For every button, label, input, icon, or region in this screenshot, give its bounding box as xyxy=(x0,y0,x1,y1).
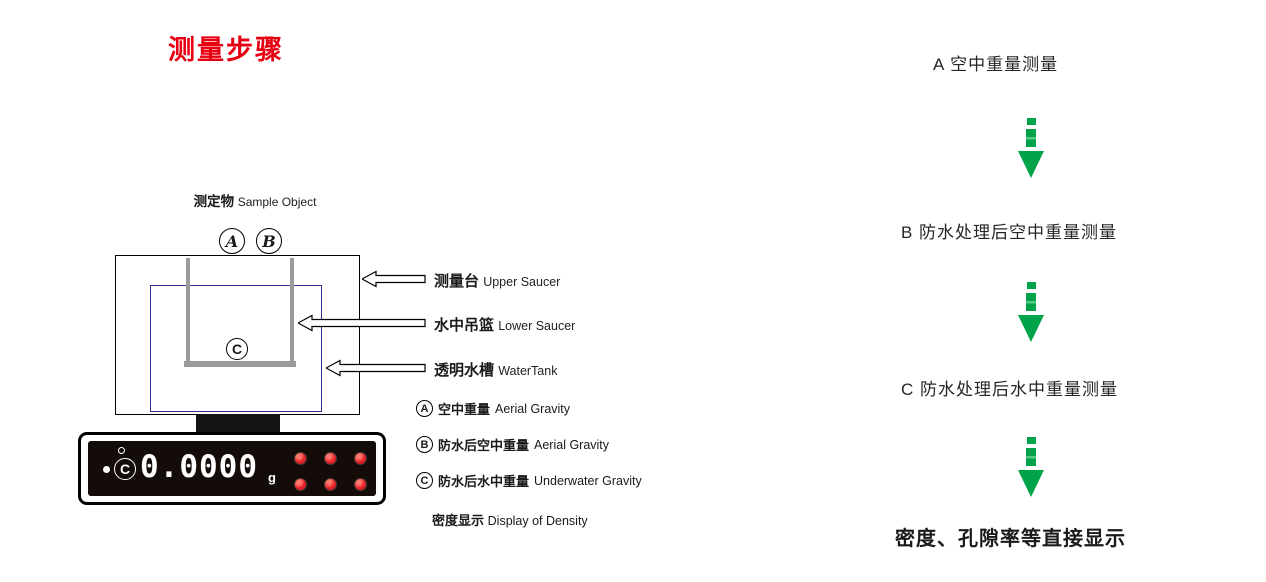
arrow-head xyxy=(1018,315,1044,342)
scale-pedestal xyxy=(196,414,280,433)
callout-lower-saucer: 水中吊篮 Lower Saucer xyxy=(434,314,575,335)
legend-aerial-gravity: A 空中重量 Aerial Gravity xyxy=(416,399,570,418)
legend-marker-a: A xyxy=(416,400,433,417)
sample-object-label: 测定物 Sample Object xyxy=(140,190,370,210)
annunciator-ring xyxy=(118,447,125,454)
arrow-segment xyxy=(1026,448,1036,466)
callout-upper-saucer-zh: 测量台 xyxy=(434,273,480,290)
display-c-letter: C xyxy=(119,461,131,477)
density-zh: 密度显示 xyxy=(432,513,485,528)
led-indicator xyxy=(324,478,337,491)
down-arrow-3 xyxy=(1018,437,1044,497)
sample-object-en: Sample Object xyxy=(237,195,317,209)
callout-lower-saucer-en: Lower Saucer xyxy=(498,319,576,333)
marker-a-letter: A xyxy=(225,231,239,251)
lower-saucer-hanger-left xyxy=(186,258,190,366)
marker-c-circle: C xyxy=(226,338,248,360)
led-indicator xyxy=(294,478,307,491)
legend-b-en: Aerial Gravity xyxy=(534,437,610,452)
flow-step-a: A 空中重量测量 xyxy=(933,55,1059,74)
display-c-indicator: C xyxy=(114,458,136,480)
arrow-head xyxy=(1018,470,1044,497)
arrow-segment xyxy=(1026,118,1036,125)
marker-a-circle: A xyxy=(219,228,245,254)
callout-arrow-water-tank xyxy=(326,359,426,377)
lower-saucer-hanger-right xyxy=(290,258,294,366)
callout-arrow-lower-saucer xyxy=(298,314,426,332)
marker-c-letter: C xyxy=(231,341,243,357)
page-title: 测量步骤 xyxy=(168,35,284,65)
marker-b-letter: B xyxy=(262,231,276,251)
callout-upper-saucer-en: Upper Saucer xyxy=(483,275,561,289)
upper-saucer-housing xyxy=(115,255,360,415)
density-en: Display of Density xyxy=(487,514,588,528)
arrow-segment xyxy=(1026,293,1036,311)
display-value: 0.0000 xyxy=(140,449,258,485)
callout-water-tank-en: WaterTank xyxy=(498,364,558,378)
down-arrow-2 xyxy=(1018,282,1044,342)
callout-upper-saucer: 测量台 Upper Saucer xyxy=(434,270,560,291)
flow-step-c: C 防水处理后水中重量测量 xyxy=(901,380,1118,399)
legend-a-zh: 空中重量 xyxy=(438,402,491,417)
led-indicator xyxy=(324,452,337,465)
callout-water-tank-zh: 透明水槽 xyxy=(434,362,495,379)
power-dot xyxy=(103,466,110,473)
legend-underwater-gravity: C 防水后水中重量 Underwater Gravity xyxy=(416,471,642,490)
water-tank xyxy=(150,285,322,412)
legend-c-zh: 防水后水中重量 xyxy=(438,474,530,489)
arrow-segment xyxy=(1026,129,1036,147)
marker-b-circle: B xyxy=(256,228,282,254)
led-indicator xyxy=(354,478,367,491)
display-unit: g xyxy=(268,470,276,485)
callout-water-tank: 透明水槽 WaterTank xyxy=(434,359,557,380)
callout-arrow-upper-saucer xyxy=(362,270,426,288)
lower-saucer-base xyxy=(184,361,296,367)
display-panel: C 0.0000 g xyxy=(88,441,376,496)
legend-marker-b: B xyxy=(416,436,433,453)
scale-base: C 0.0000 g xyxy=(78,432,386,505)
led-indicator xyxy=(294,452,307,465)
legend-marker-c: C xyxy=(416,472,433,489)
density-display-label: 密度显示 Display of Density xyxy=(432,510,588,529)
down-arrow-1 xyxy=(1018,118,1044,178)
flow-result: 密度、孔隙率等直接显示 xyxy=(895,528,1126,550)
sample-object-zh: 测定物 xyxy=(193,194,235,209)
callout-lower-saucer-zh: 水中吊篮 xyxy=(434,317,495,334)
led-indicator xyxy=(354,452,367,465)
legend-b-zh: 防水后空中重量 xyxy=(438,438,530,453)
arrow-segment xyxy=(1026,437,1036,444)
legend-a-en: Aerial Gravity xyxy=(495,401,571,416)
flow-step-b: B 防水处理后空中重量测量 xyxy=(901,223,1118,242)
arrow-head xyxy=(1018,151,1044,178)
legend-waterproof-aerial-gravity: B 防水后空中重量 Aerial Gravity xyxy=(416,435,609,454)
arrow-segment xyxy=(1026,282,1036,289)
legend-c-en: Underwater Gravity xyxy=(534,473,642,488)
